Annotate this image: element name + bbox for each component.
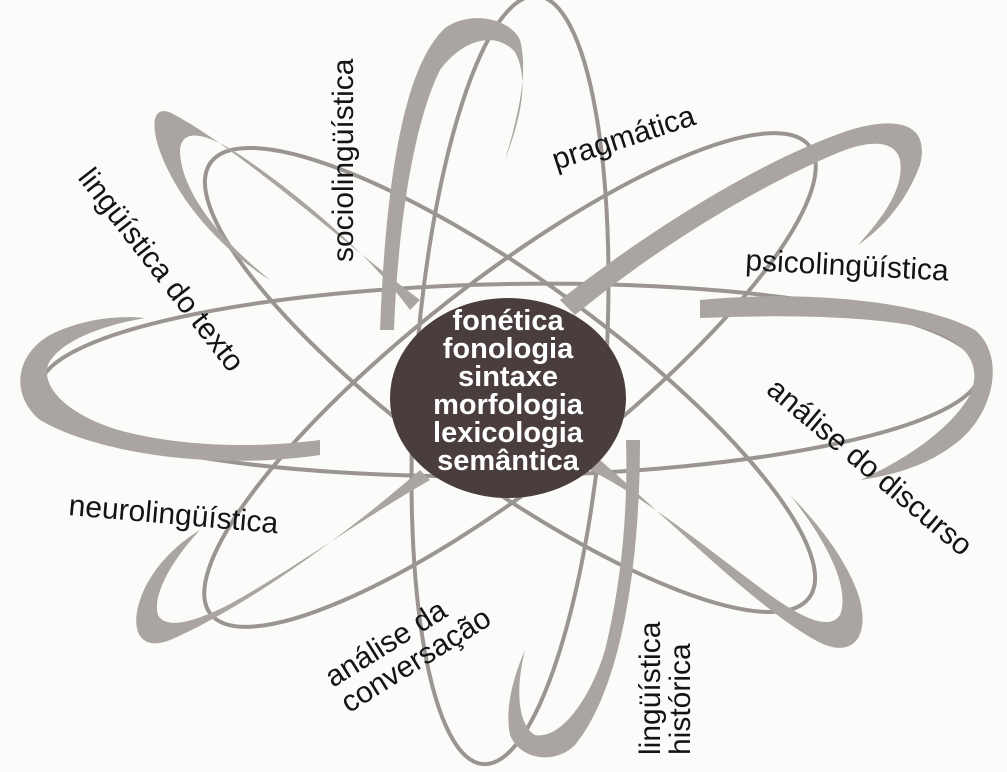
orbit-band-lower-left [136,470,430,644]
label-analise-do-discurso: análise do discurso [761,372,979,562]
nucleus-item-fonologia: fonologia [443,333,574,365]
label-psicolinguistica: psicolingüística [745,244,950,288]
orbit-band-bottom [508,440,640,758]
label-linguistica-do-texto: lingüística do texto [71,162,250,378]
orbit-band-top [380,18,524,330]
nucleus-item-semantica: semântica [437,445,580,477]
nucleus-item-morfologia: morfologia [433,389,584,421]
nucleus-item-sintaxe: sintaxe [458,361,558,393]
orbit-bands [20,18,993,758]
label-linguistica-historica-line1: lingüística [634,621,667,755]
orbit-band-lower-right [590,460,863,648]
label-sociolinguistica: sociolingüística [327,58,360,262]
label-linguistica-historica-line2: histórica [664,643,697,755]
nucleus-item-fonetica: fonética [452,305,564,337]
nucleus: fonética fonologia sintaxe morfologia le… [390,298,626,498]
orbit-band-left [20,317,321,461]
orbit-band-right [700,296,993,480]
nucleus-item-lexicologia: lexicologia [433,417,584,449]
label-pragmatica: pragmática [548,99,700,176]
orbit-band-upper-right [560,123,922,315]
label-linguistica-historica: lingüística histórica [634,621,697,755]
orbit-band-upper-left [154,111,420,310]
nucleus-ellipse [390,298,626,498]
